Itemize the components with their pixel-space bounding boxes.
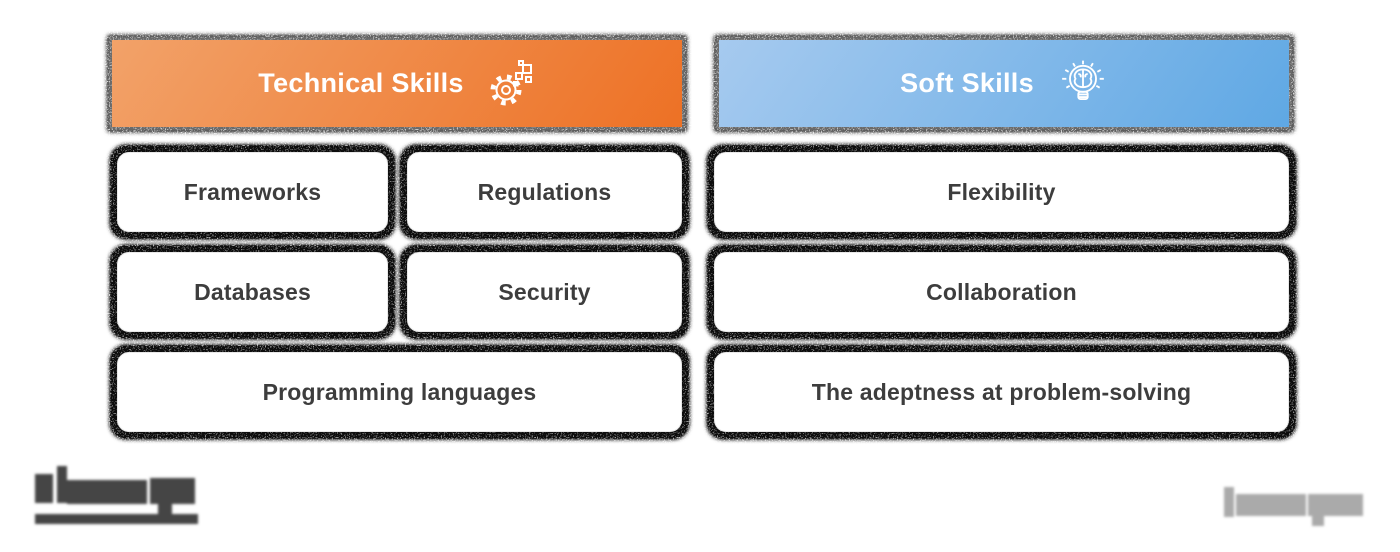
skill-box-flexibility: Flexibility: [714, 152, 1289, 232]
lightbulb-brain-icon: [1058, 59, 1108, 109]
skill-box-databases: Databases: [117, 252, 388, 332]
gear-pixels-icon: [488, 59, 536, 108]
skill-box-collaboration: Collaboration: [714, 252, 1289, 332]
skill-label: Flexibility: [947, 178, 1056, 205]
skill-label: The adeptness at problem-solving: [811, 378, 1192, 405]
skill-box-security: Security: [407, 252, 682, 332]
skill-label: Regulations: [477, 178, 612, 205]
skill-label: Security: [498, 278, 591, 305]
technical-skills-header: Technical Skills: [112, 40, 682, 127]
soft-skills-header: Soft Skills: [719, 40, 1289, 127]
watermark-logo-right: [1224, 487, 1363, 526]
soft-skills-title: Soft Skills: [900, 68, 1034, 98]
skill-box-frameworks: Frameworks: [117, 152, 388, 232]
skill-label: Databases: [194, 278, 311, 305]
skill-label: Collaboration: [926, 278, 1077, 305]
skill-label: Programming languages: [262, 378, 537, 405]
technical-skills-title: Technical Skills: [258, 68, 464, 98]
watermark-logo-left: [35, 466, 198, 524]
skill-box-regulations: Regulations: [407, 152, 682, 232]
skill-box-problem-solving: The adeptness at problem-solving: [714, 352, 1289, 432]
skill-box-programming-languages: Programming languages: [117, 352, 682, 432]
skill-label: Frameworks: [183, 178, 322, 205]
